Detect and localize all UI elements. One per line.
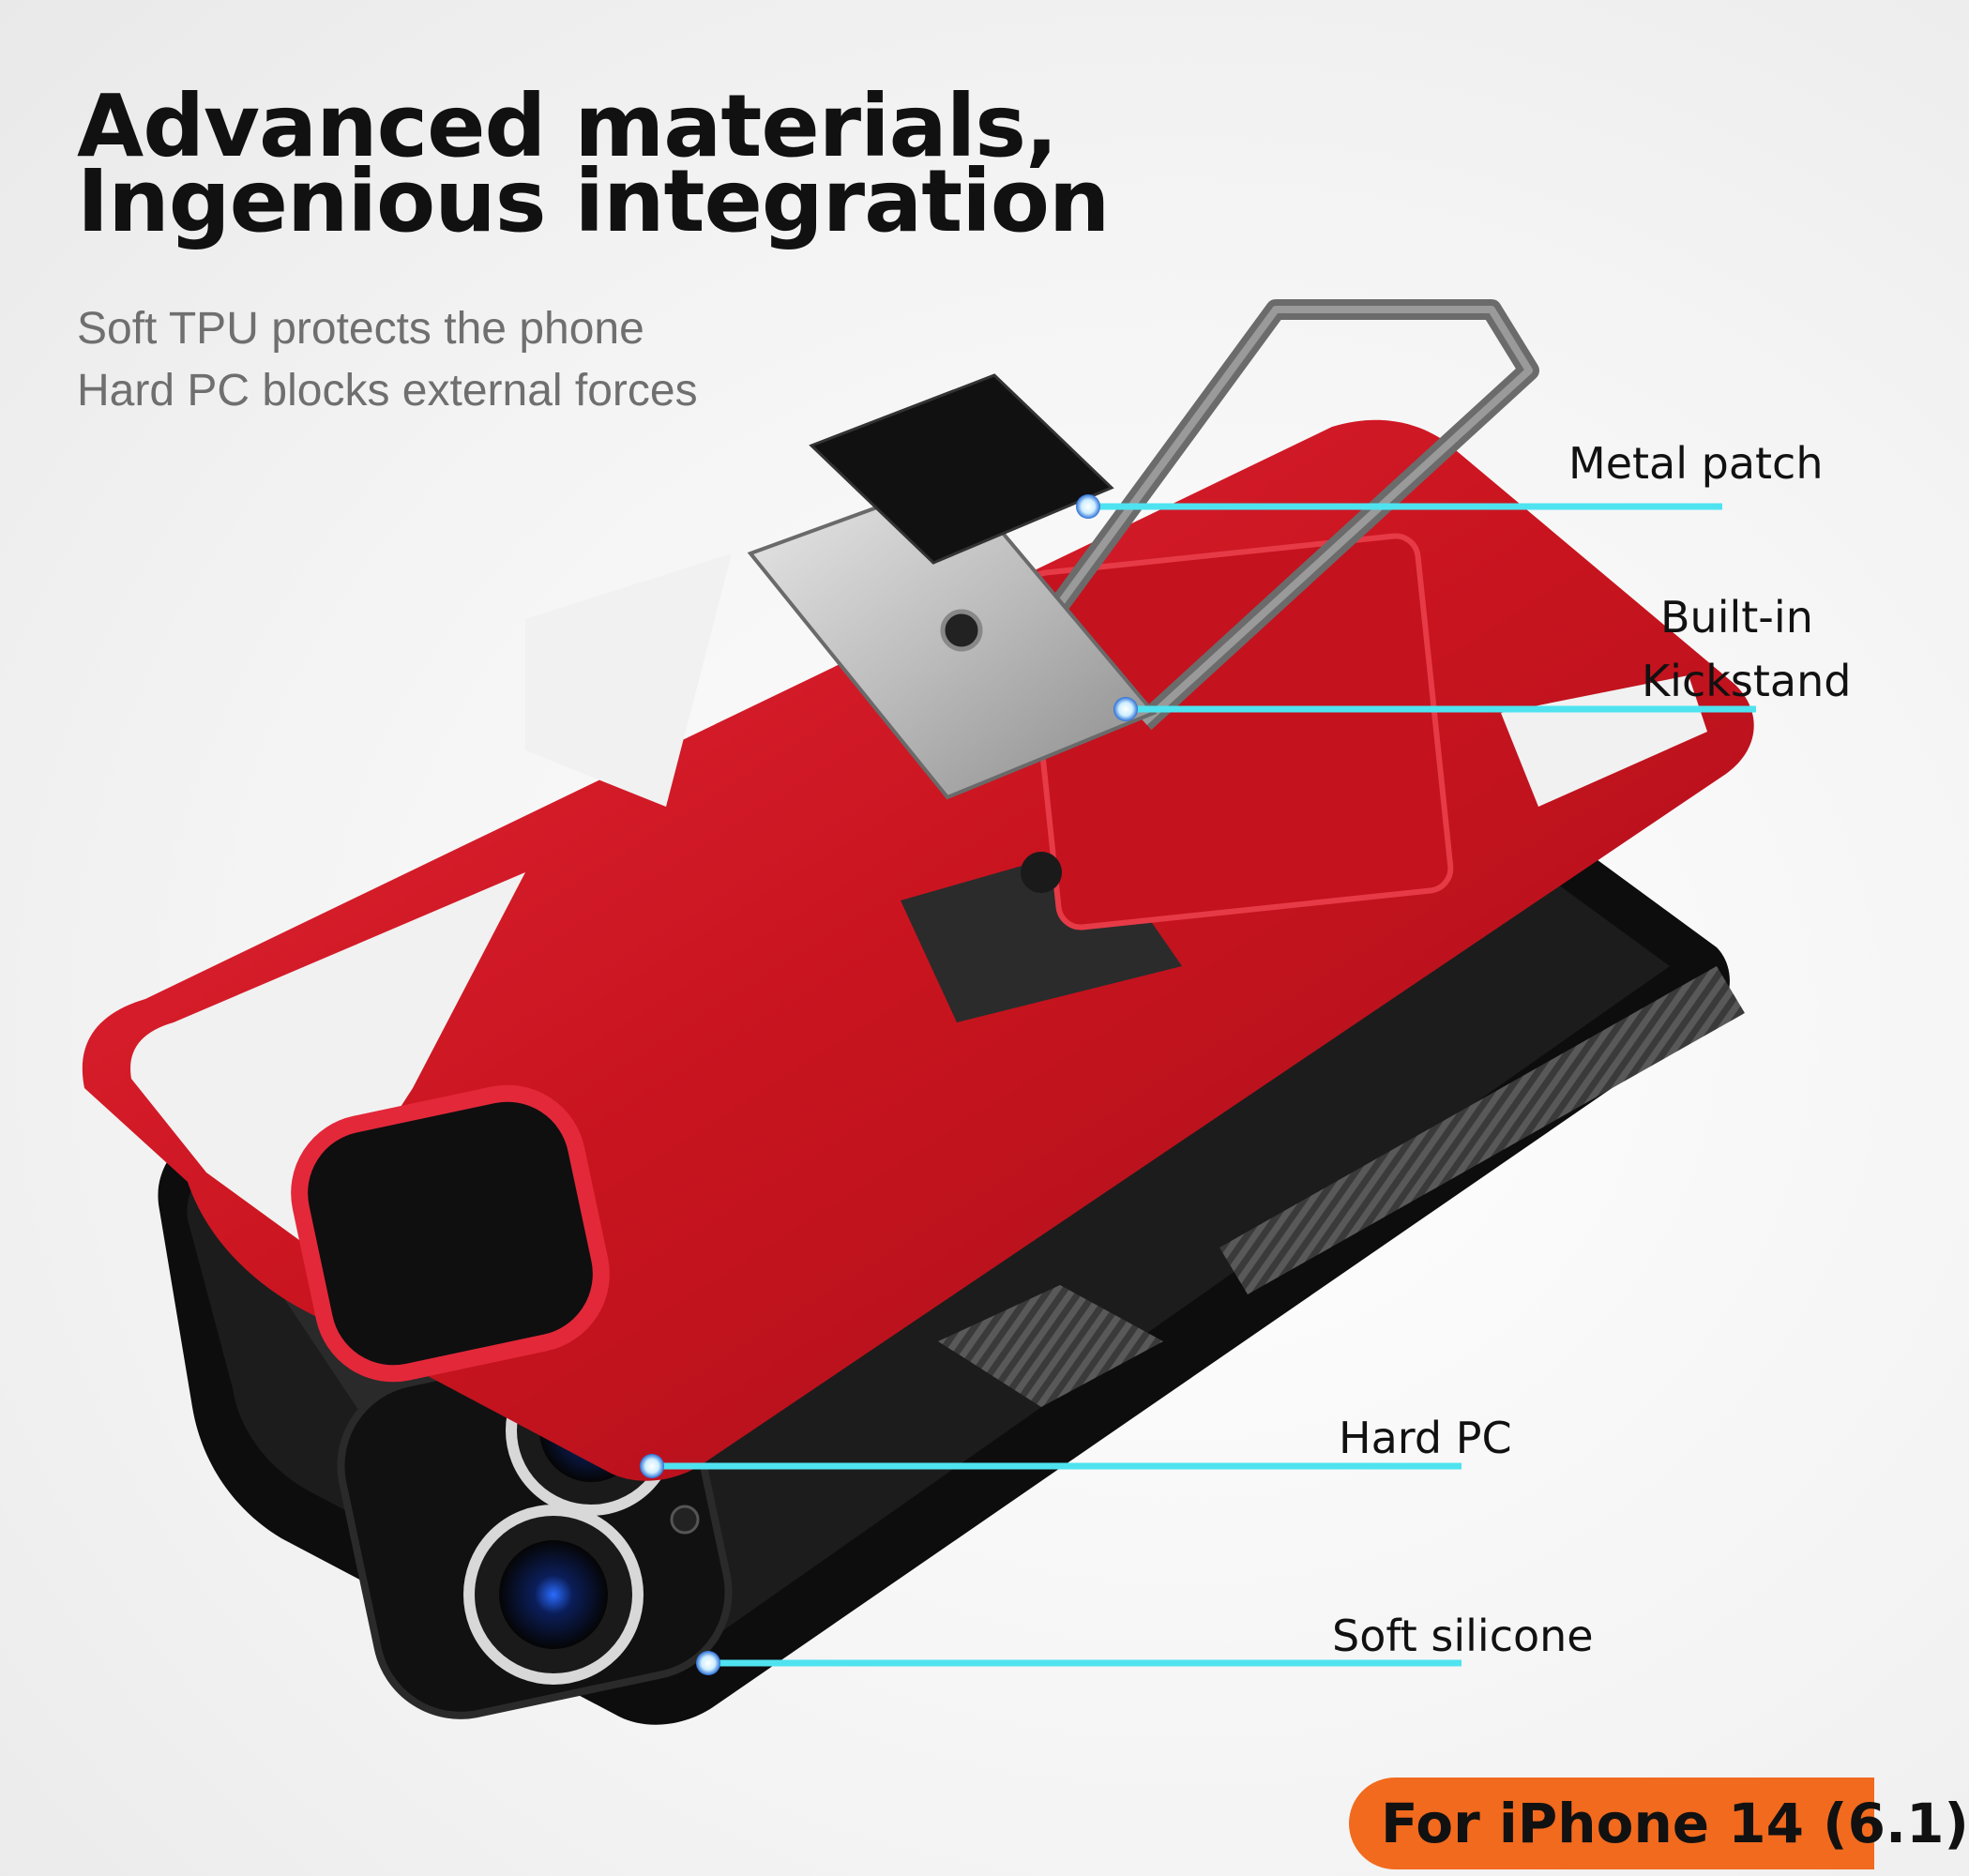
- subtitle: Soft TPU protects the phone Hard PC bloc…: [77, 298, 698, 422]
- headline: Advanced materials, Ingenious integratio…: [77, 76, 1110, 251]
- model-badge: For iPhone 14 (6.1): [1349, 1778, 1969, 1869]
- label-kickstand-line-1: Built-in: [1660, 592, 1813, 643]
- phone-case-illustration: [82, 299, 1756, 1725]
- callout-lines: [640, 494, 1756, 1675]
- label-metal-patch: Metal patch: [1568, 438, 1824, 489]
- model-badge-text: For iPhone 14 (6.1): [1381, 1792, 1969, 1855]
- black-metal-plate: [809, 373, 1114, 565]
- camera-lens-bottom: [499, 1540, 608, 1649]
- label-hard-pc: Hard PC: [1339, 1413, 1512, 1463]
- label-kickstand-line-2: Kickstand: [1642, 656, 1852, 706]
- subtitle-line-2: Hard PC blocks external forces: [77, 366, 698, 416]
- callout-dot-metal-patch: [1076, 494, 1100, 519]
- headline-line-1: Advanced materials,: [77, 76, 1058, 176]
- callout-dot-soft-silicone: [696, 1651, 720, 1675]
- headline-line-2: Ingenious integration: [77, 151, 1110, 251]
- flash-icon: [670, 1505, 700, 1535]
- subtitle-line-1: Soft TPU protects the phone: [77, 304, 644, 354]
- kickstand: [958, 299, 1539, 738]
- callout-dot-hard-pc: [640, 1454, 664, 1478]
- carbon-texture-bottom: [938, 1285, 1163, 1407]
- hard-pc-frame: [82, 419, 1754, 1481]
- metal-patch: [747, 373, 1158, 800]
- callout-dot-kickstand: [1113, 697, 1138, 721]
- label-soft-silicone: Soft silicone: [1332, 1611, 1594, 1661]
- carbon-texture-right: [1219, 966, 1745, 1294]
